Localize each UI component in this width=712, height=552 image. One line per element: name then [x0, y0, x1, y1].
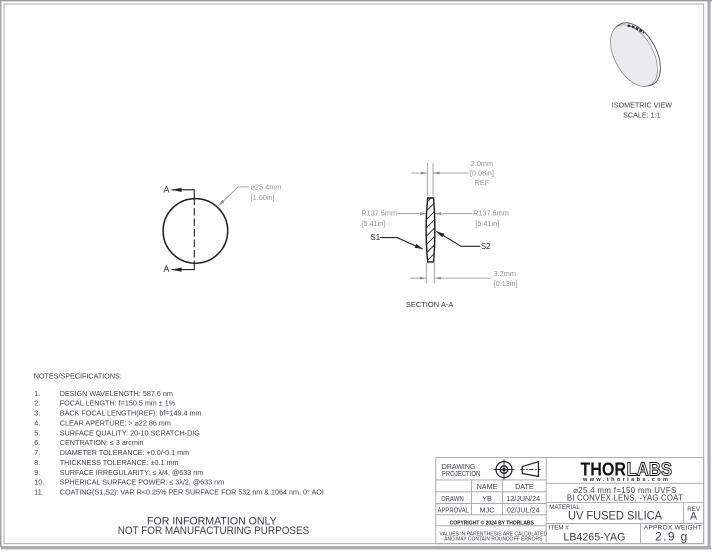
- svg-text:6.: 6.: [34, 438, 40, 447]
- svg-text:S1: S1: [371, 233, 381, 242]
- svg-text:⌀25.4 mm f=150 mm UVFS: ⌀25.4 mm f=150 mm UVFS: [573, 486, 676, 495]
- svg-text:9.: 9.: [34, 468, 40, 477]
- svg-text:R137.5mm: R137.5mm: [473, 209, 509, 218]
- svg-text:LB4265-YAG: LB4265-YAG: [563, 532, 625, 544]
- svg-text:MATERIAL: MATERIAL: [549, 504, 580, 511]
- svg-text:SURFACE IRREGULARITY: ≤ λ/4, @: SURFACE IRREGULARITY: ≤ λ/4, @633 nm: [60, 468, 203, 477]
- svg-text:FOR INFORMATION ONLY: FOR INFORMATION ONLY: [147, 515, 277, 527]
- svg-text:AND MAY CONTAIN ROUNDOFF ERROR: AND MAY CONTAIN ROUNDOFF ERRORS: [444, 536, 543, 542]
- svg-text:A: A: [690, 510, 698, 522]
- svg-text:SECTION A-A: SECTION A-A: [406, 300, 454, 309]
- svg-text:10.: 10.: [34, 478, 44, 487]
- svg-text:DIAMETER TOLERANCE: +0.0/-0.1: DIAMETER TOLERANCE: +0.0/-0.1 mm: [60, 448, 189, 457]
- svg-text:A: A: [163, 264, 169, 274]
- svg-text:REV: REV: [687, 506, 701, 513]
- svg-text:7.: 7.: [34, 448, 40, 457]
- svg-text:[5.41in]: [5.41in]: [475, 219, 499, 228]
- svg-text:DRAWING: DRAWING: [442, 464, 476, 471]
- svg-text:APPROX WEIGHT: APPROX WEIGHT: [644, 525, 702, 532]
- svg-text:2.: 2.: [34, 399, 40, 408]
- svg-text:BI CONVEX LENS, -YAG COAT: BI CONVEX LENS, -YAG COAT: [567, 493, 683, 502]
- svg-text:COPYRIGHT © 2024 BY THORLABS: COPYRIGHT © 2024 BY THORLABS: [450, 519, 534, 526]
- svg-text:4.: 4.: [34, 418, 40, 427]
- svg-text:02/JUL/24: 02/JUL/24: [507, 506, 540, 515]
- svg-text:LABS: LABS: [627, 458, 672, 479]
- svg-text:DATE: DATE: [515, 482, 534, 491]
- svg-text:DESIGN WAVELENGTH: 587.6 nm: DESIGN WAVELENGTH: 587.6 nm: [60, 389, 173, 398]
- svg-text:UV FUSED SILICA: UV FUSED SILICA: [568, 509, 662, 523]
- svg-text:YB: YB: [482, 494, 492, 503]
- svg-text:[1.00in]: [1.00in]: [251, 193, 275, 202]
- svg-text:SCALE: 1:1: SCALE: 1:1: [623, 111, 661, 120]
- svg-text:3.: 3.: [34, 409, 40, 418]
- svg-text:A: A: [163, 185, 169, 195]
- svg-text:S2: S2: [481, 242, 491, 251]
- svg-text:NOTES/SPECIFICATIONS:: NOTES/SPECIFICATIONS:: [34, 371, 122, 380]
- svg-text:BACK FOCAL LENGTH(REF): bf=149: BACK FOCAL LENGTH(REF): bf=149.4 mm: [60, 409, 202, 418]
- svg-text:[5.41in]: [5.41in]: [361, 219, 385, 228]
- svg-text:THICKNESS TOLERANCE: ±0.1 mm: THICKNESS TOLERANCE: ±0.1 mm: [60, 458, 179, 467]
- svg-text:⌀25.4mm: ⌀25.4mm: [251, 183, 282, 192]
- svg-text:1.: 1.: [34, 389, 40, 398]
- svg-text:NOT FOR MANUFACTURING PURPOSES: NOT FOR MANUFACTURING PURPOSES: [118, 525, 310, 537]
- svg-text:DRAWN: DRAWN: [441, 494, 464, 503]
- svg-text:8.: 8.: [34, 458, 40, 467]
- svg-text:11.: 11.: [34, 488, 43, 497]
- svg-text:[0.08in]: [0.08in]: [470, 169, 494, 178]
- svg-text:SPHERICAL SURFACE POWER: ≤ 3λ/: SPHERICAL SURFACE POWER: ≤ 3λ/2, @633 nm: [60, 478, 224, 487]
- svg-text:2.0mm: 2.0mm: [471, 159, 493, 168]
- svg-text:12/JUN/24: 12/JUN/24: [506, 494, 540, 503]
- svg-text:PROJECTION: PROJECTION: [442, 471, 481, 478]
- svg-text:CENTRATION: ≤ 3 arcmin: CENTRATION: ≤ 3 arcmin: [60, 438, 144, 447]
- svg-text:MJC: MJC: [480, 506, 495, 515]
- svg-text:VALUES IN PARENTHESIS ARE CALC: VALUES IN PARENTHESIS ARE CALCULATED: [440, 531, 548, 537]
- svg-text:[0.13in]: [0.13in]: [494, 279, 518, 288]
- svg-text:FOCAL LENGTH: f=150.5 mm ± 1%: FOCAL LENGTH: f=150.5 mm ± 1%: [60, 399, 176, 408]
- svg-text:ITEM #: ITEM #: [549, 525, 569, 532]
- svg-text:THOR: THOR: [580, 458, 626, 479]
- svg-text:5.: 5.: [34, 428, 40, 437]
- svg-text:COATING(S1,S2): VAR R<0.25% PE: COATING(S1,S2): VAR R<0.25% PER SURFACE …: [60, 488, 324, 497]
- svg-text:CLEAR APERTURE: > ⌀22.86 mm: CLEAR APERTURE: > ⌀22.86 mm: [60, 418, 171, 427]
- svg-text:NAME: NAME: [477, 482, 498, 491]
- svg-text:R137.5mm: R137.5mm: [361, 209, 397, 218]
- svg-text:3.2mm: 3.2mm: [494, 269, 516, 278]
- svg-text:SURFACE QUALITY: 20-10 SCRATCH: SURFACE QUALITY: 20-10 SCRATCH-DIG: [60, 428, 200, 437]
- svg-text:2.9 g: 2.9 g: [655, 530, 689, 544]
- svg-text:APPROVAL: APPROVAL: [438, 506, 469, 515]
- svg-text:ISOMETRIC VIEW: ISOMETRIC VIEW: [612, 101, 673, 110]
- svg-text:REF: REF: [475, 178, 490, 187]
